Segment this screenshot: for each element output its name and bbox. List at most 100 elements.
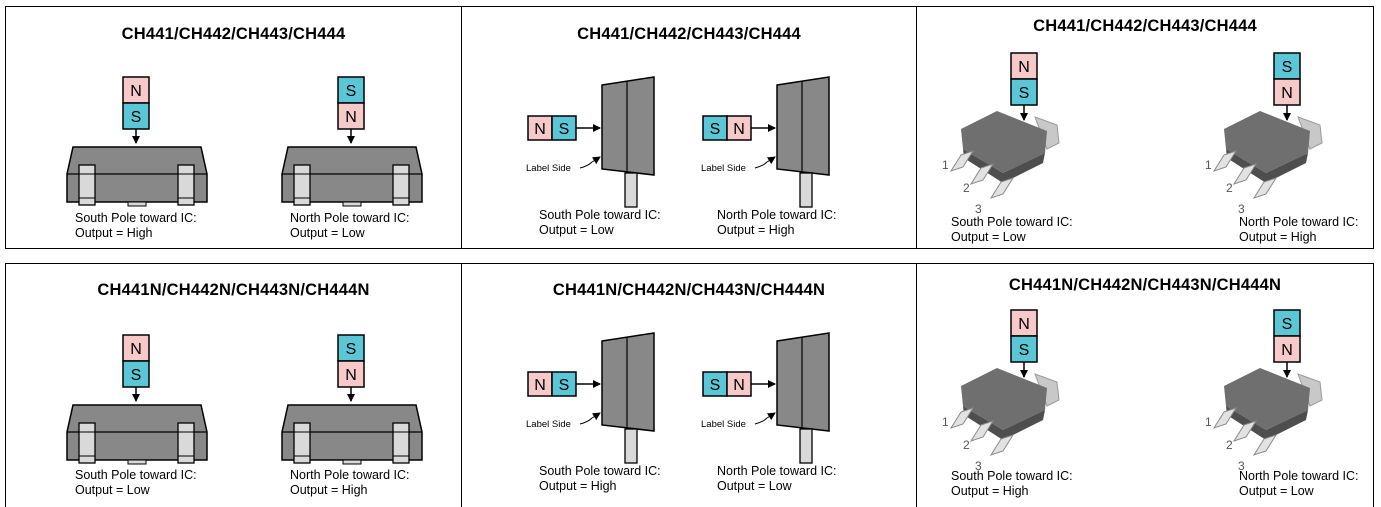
magnet-pole-right-label: N	[733, 121, 745, 138]
caption-left: South Pole toward IC: Output = High	[75, 211, 197, 241]
sot89-lead	[989, 177, 1015, 199]
caption-left-line2: Output = Low	[539, 223, 614, 237]
label-side-arrow	[591, 412, 601, 421]
pin-number-3: 3	[975, 459, 982, 473]
to92-lead	[624, 428, 638, 464]
sot23-lead	[78, 164, 96, 206]
magnet-pole-bottom	[337, 102, 365, 130]
sot89-package-side	[1226, 149, 1308, 183]
magnet-pole-bottom-label: S	[131, 367, 142, 384]
magnet: NS	[1010, 52, 1038, 106]
magnet-pole-top-label: S	[1282, 316, 1293, 333]
to92-package-body	[601, 76, 655, 176]
magnet-pole-top	[337, 76, 365, 104]
to92-package-body	[601, 332, 655, 432]
caption-left: South Pole toward IC: Output = Low	[539, 208, 661, 238]
caption-right: North Pole toward IC: Output = High	[717, 208, 837, 238]
sot89-package-side	[963, 149, 1045, 183]
magnet-pole-right-label: S	[559, 121, 570, 138]
panel-title: CH441N/CH442N/CH443N/CH444N	[1008, 276, 1282, 294]
caption-left-line1: South Pole toward IC:	[75, 468, 197, 482]
sot89-package-body	[1224, 368, 1310, 430]
caption-right: North Pole toward IC: Output = Low	[290, 211, 410, 241]
caption-left-line1: South Pole toward IC:	[539, 208, 661, 222]
caption-right-line2: Output = Low	[290, 226, 365, 240]
sot89-lead	[1252, 434, 1278, 456]
caption-right-line1: North Pole toward IC:	[717, 464, 837, 478]
sot23-lead	[177, 422, 195, 464]
magnet-pole-top	[1010, 52, 1038, 80]
label-side-text: Label Side	[701, 163, 746, 174]
caption-right-line1: North Pole toward IC:	[290, 468, 410, 482]
magnet-pole-bottom-label: N	[1281, 85, 1293, 102]
to92-lead	[799, 428, 813, 464]
pin-number-1: 1	[942, 415, 949, 429]
panel-title: CH441/CH442/CH443/CH444	[121, 25, 346, 43]
panel-title: CH441/CH442/CH443/CH444	[1033, 17, 1257, 35]
label-side-text: Label Side	[701, 419, 746, 430]
magnet-pole-top-label: S	[346, 83, 357, 100]
magnet-pole-bottom	[1010, 335, 1038, 363]
magnet-pole-left	[527, 371, 553, 397]
sot89-lead	[1212, 150, 1238, 172]
label-side-leader	[754, 161, 768, 169]
to92-package-body	[776, 76, 830, 176]
panel-title: CH441N/CH442N/CH443N/CH444N	[97, 281, 370, 299]
magnet-pole-top	[122, 334, 150, 362]
caption-left-line2: Output = High	[951, 484, 1029, 498]
to92-lead	[624, 172, 638, 208]
magnet-pole-left-label: N	[534, 377, 546, 394]
caption-right-line2: Output = Low	[717, 479, 792, 493]
magnet-pole-left	[702, 115, 728, 141]
sot89-lead	[969, 420, 995, 442]
pin-number-3: 3	[975, 202, 982, 216]
sot23-lead	[177, 164, 195, 206]
magnet-pole-bottom-label: S	[1019, 85, 1030, 102]
magnet: SN	[337, 76, 365, 130]
magnet-pole-left-label: S	[710, 377, 721, 394]
sot89-lead	[949, 407, 975, 429]
caption-right-line1: North Pole toward IC:	[1239, 469, 1359, 483]
caption-right: North Pole toward IC: Output = High	[1239, 215, 1359, 245]
sot23-lead-middle	[127, 201, 147, 207]
sot23-lead	[392, 422, 410, 464]
magnet-pole-left-label: N	[534, 121, 546, 138]
magnet-pole-right	[551, 371, 577, 397]
sot23-lead-middle	[342, 459, 362, 465]
magnet-pole-left	[527, 115, 553, 141]
label-side-text: Label Side	[526, 163, 571, 174]
magnet-pole-right-label: N	[733, 377, 745, 394]
sot89-lead	[1212, 407, 1238, 429]
magnet-pole-top-label: S	[346, 341, 357, 358]
magnet-pole-bottom-label: N	[345, 367, 357, 384]
sot23-lead	[293, 422, 311, 464]
caption-left-line1: South Pole toward IC:	[539, 464, 661, 478]
label-side-arrow	[591, 156, 601, 165]
pin-number-2: 2	[963, 181, 970, 195]
sot89-package-body	[961, 111, 1047, 173]
caption-left-line2: Output = High	[539, 479, 617, 493]
label-side-text: Label Side	[526, 419, 571, 430]
caption-left: South Pole toward IC: Output = High	[539, 464, 661, 494]
sot23-lead-middle	[342, 201, 362, 207]
caption-right-line2: Output = High	[290, 483, 368, 497]
sot89-lead	[1232, 163, 1258, 185]
pin-number-2: 2	[963, 438, 970, 452]
magnet-pole-top-label: N	[130, 341, 142, 358]
caption-left: South Pole toward IC: Output = Low	[75, 468, 197, 498]
magnet-pole-top-label: N	[1018, 59, 1030, 76]
sot89-lead	[1252, 177, 1278, 199]
label-side-leader	[579, 161, 593, 169]
caption-right-line1: North Pole toward IC:	[1239, 215, 1359, 229]
caption-left-line1: South Pole toward IC:	[951, 469, 1073, 483]
caption-right: North Pole toward IC: Output = Low	[1239, 469, 1359, 499]
caption-left: South Pole toward IC: Output = Low	[951, 215, 1073, 245]
caption-right-line2: Output = Low	[1239, 484, 1314, 498]
